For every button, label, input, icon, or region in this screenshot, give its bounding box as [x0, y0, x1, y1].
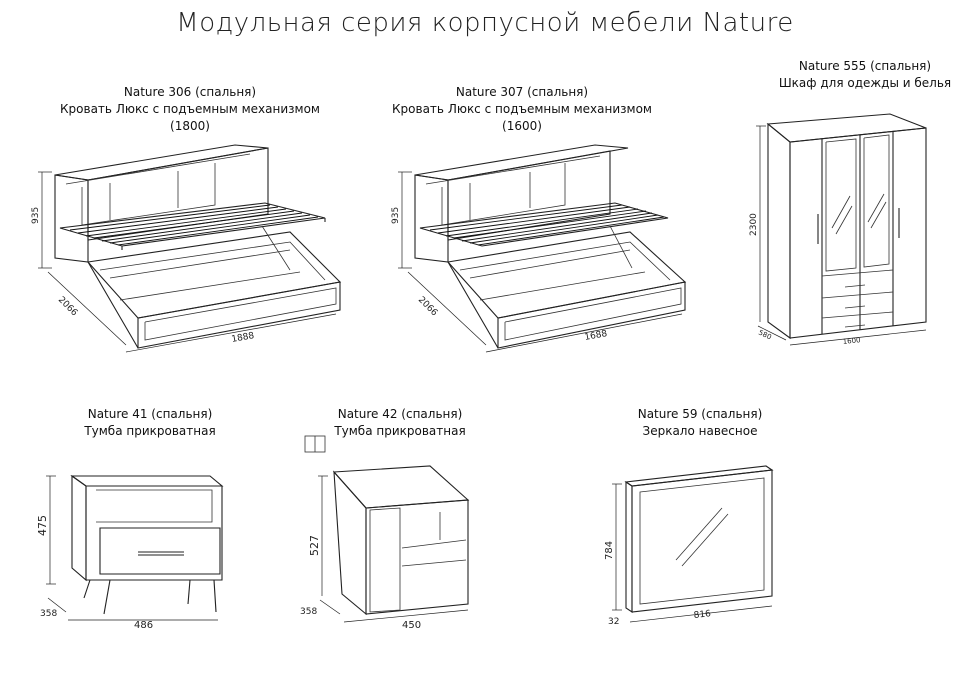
item-306-desc: Кровать Люкс с подъемным механизмом (180… — [60, 102, 320, 133]
nightstand-42-drawing: 527 358 450 — [300, 435, 470, 631]
mirror-59-drawing: 784 32 816 — [604, 465, 774, 627]
bed-306-width-dim: 1888 — [231, 331, 256, 345]
nightstand-41-drawing: 475 358 486 — [36, 474, 224, 631]
item-307-label: Nature 307 (спальня) Кровать Люкс с подъ… — [372, 84, 672, 135]
nightstand-41-depth-dim: 358 — [40, 609, 57, 619]
nightstand-41-width-dim: 486 — [134, 620, 153, 631]
bed-306-drawing: 935 2066 1888 — [31, 144, 342, 353]
mirror-59-height-dim: 784 — [604, 541, 615, 560]
item-307-name: Nature 307 (спальня) — [455, 85, 589, 99]
item-59-label: Nature 59 (спальня) Зеркало навесное — [610, 406, 790, 440]
wardrobe-555-drawing: 2300 580 1600 — [749, 113, 927, 346]
item-555-desc: Шкаф для одежды и белья — [778, 76, 952, 90]
bed-307-drawing: 935 2066 1688 — [391, 144, 687, 353]
item-59-name: Nature 59 (спальня) — [637, 407, 763, 421]
bed-307-width-dim: 1688 — [584, 329, 609, 343]
item-41-name: Nature 41 (спальня) — [87, 407, 213, 421]
item-307-desc: Кровать Люкс с подъемным механизмом (160… — [392, 102, 652, 133]
wardrobe-555-width-dim: 1600 — [842, 336, 861, 346]
item-555-label: Nature 555 (спальня) Шкаф для одежды и б… — [770, 58, 960, 92]
item-42-label: Nature 42 (спальня) Тумба прикроватная — [310, 406, 490, 440]
nightstand-41-height-dim: 475 — [36, 515, 49, 536]
nightstand-42-depth-dim: 358 — [300, 607, 317, 617]
item-42-desc: Тумба прикроватная — [334, 424, 466, 438]
item-59-desc: Зеркало навесное — [642, 424, 758, 438]
item-41-label: Nature 41 (спальня) Тумба прикроватная — [60, 406, 240, 440]
item-41-desc: Тумба прикроватная — [84, 424, 216, 438]
item-42-name: Nature 42 (спальня) — [337, 407, 463, 421]
bed-307-depth-dim: 2066 — [416, 295, 439, 318]
item-306-label: Nature 306 (спальня) Кровать Люкс с подъ… — [40, 84, 340, 135]
item-555-name: Nature 555 (спальня) — [798, 59, 932, 73]
bed-306-depth-dim: 2066 — [56, 295, 79, 318]
mirror-59-width-dim: 816 — [693, 609, 711, 621]
wardrobe-555-height-dim: 2300 — [749, 213, 759, 236]
item-306-name: Nature 306 (спальня) — [123, 85, 257, 99]
nightstand-42-height-dim: 527 — [308, 535, 321, 556]
wardrobe-555-depth-dim: 580 — [757, 329, 773, 342]
bed-306-height-dim: 935 — [31, 207, 41, 224]
mirror-59-depth-dim: 32 — [608, 617, 619, 627]
page-title: Модульная серия корпусной мебели Nature — [176, 8, 794, 38]
bed-307-height-dim: 935 — [391, 207, 401, 224]
nightstand-42-width-dim: 450 — [402, 620, 421, 631]
